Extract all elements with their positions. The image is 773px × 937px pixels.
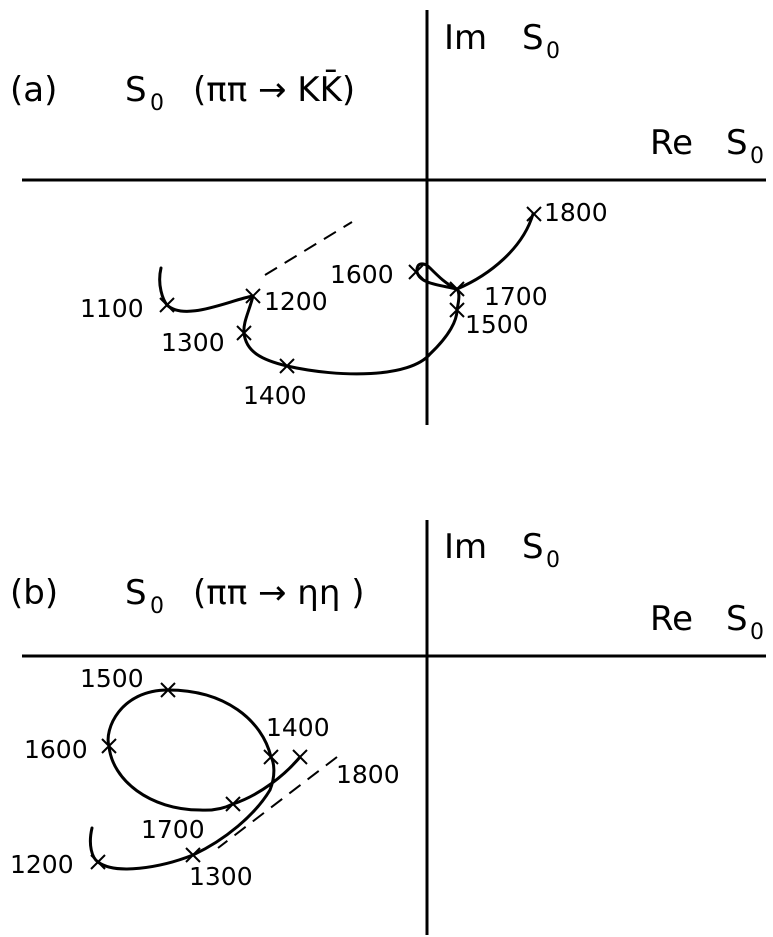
panel-b-s-subscript: 0: [150, 594, 164, 619]
panel-a-reaction: (ππ → KK̄): [193, 69, 355, 110]
point-label: 1500: [465, 310, 529, 339]
panel-a-im-label: Im: [444, 18, 487, 58]
panel-b-im-label: Im: [444, 527, 487, 567]
panel-a-re-sub: 0: [750, 144, 764, 169]
panel-b-point-1700: 1700: [141, 796, 241, 844]
panel-b-reaction: (ππ → ηη ): [193, 573, 364, 613]
point-marker: [185, 847, 201, 863]
point-label: 1300: [161, 328, 225, 357]
point-marker: [449, 281, 465, 297]
point-label: 1100: [80, 294, 144, 323]
point-label: 1400: [243, 381, 307, 410]
panel-a-point-1600: 1600: [330, 260, 424, 289]
point-marker: [292, 749, 308, 765]
point-label: 1200: [264, 287, 328, 316]
point-marker: [160, 682, 176, 698]
panel-b-re-s: S: [726, 599, 748, 639]
panel-a-re-label: Re: [650, 123, 693, 163]
panel-a-s-subscript: 0: [150, 91, 164, 116]
panel-a-point-1100: 1100: [80, 294, 175, 323]
point-marker: [263, 749, 279, 765]
panel-a-dashed-line: [264, 221, 353, 276]
point-label: 1200: [10, 850, 74, 879]
panel-a-argand-curve: [158, 212, 535, 376]
panel-a-im-s: S: [522, 18, 544, 58]
point-marker: [449, 302, 465, 318]
panel-b-point-1200: 1200: [10, 850, 106, 879]
panel-b-re-label: Re: [650, 599, 693, 639]
panel-b-point-1300: 1300: [185, 847, 253, 891]
point-marker: [526, 206, 542, 222]
point-marker: [408, 264, 424, 280]
panel-a-im-sub: 0: [546, 39, 560, 64]
point-label: 1800: [336, 760, 400, 789]
panel-b-point-1800: 1800: [292, 749, 400, 789]
panel-b-s-symbol: S: [125, 573, 147, 613]
point-label: 1300: [189, 862, 253, 891]
panel-a-re-s: S: [726, 123, 748, 163]
panel-a-point-1200: 1200: [245, 287, 328, 316]
point-marker: [236, 325, 252, 341]
point-label: 1700: [141, 815, 205, 844]
panel-a-point-1400: 1400: [243, 358, 307, 410]
panel-a: (a) S 0 (ππ → KK̄) Im S 0 Re S 0 1100 12…: [10, 10, 766, 425]
panel-b: (b) S 0 (ππ → ηη ) Im S 0 Re S 0 1200 13…: [10, 520, 766, 935]
panel-b-point-1400: 1400: [263, 713, 330, 765]
panel-b-tag: (b): [10, 573, 58, 613]
point-marker: [225, 796, 241, 812]
point-marker: [245, 288, 261, 304]
panel-a-point-1500: 1500: [449, 302, 529, 339]
panel-b-im-s: S: [522, 527, 544, 567]
panel-b-dashed-line: [217, 756, 338, 849]
panel-b-point-1600: 1600: [24, 735, 117, 764]
panel-a-tag: (a): [10, 70, 57, 110]
panel-b-im-sub: 0: [546, 548, 560, 573]
panel-a-point-1700: 1700: [449, 281, 548, 311]
point-marker: [90, 854, 106, 870]
point-label: 1400: [266, 713, 330, 742]
point-marker: [279, 358, 295, 374]
panel-b-point-1500: 1500: [80, 664, 176, 698]
panel-b-argand-curve: [88, 688, 302, 871]
point-label: 1500: [80, 664, 144, 693]
point-label: 1600: [330, 260, 394, 289]
point-label: 1800: [544, 198, 608, 227]
point-label: 1700: [484, 282, 548, 311]
point-marker: [159, 297, 175, 313]
panel-a-s-symbol: S: [125, 70, 147, 110]
panel-b-re-sub: 0: [750, 620, 764, 645]
panel-a-point-1300: 1300: [161, 325, 252, 357]
point-marker: [101, 738, 117, 754]
point-label: 1600: [24, 735, 88, 764]
panel-a-point-1800: 1800: [526, 198, 608, 227]
